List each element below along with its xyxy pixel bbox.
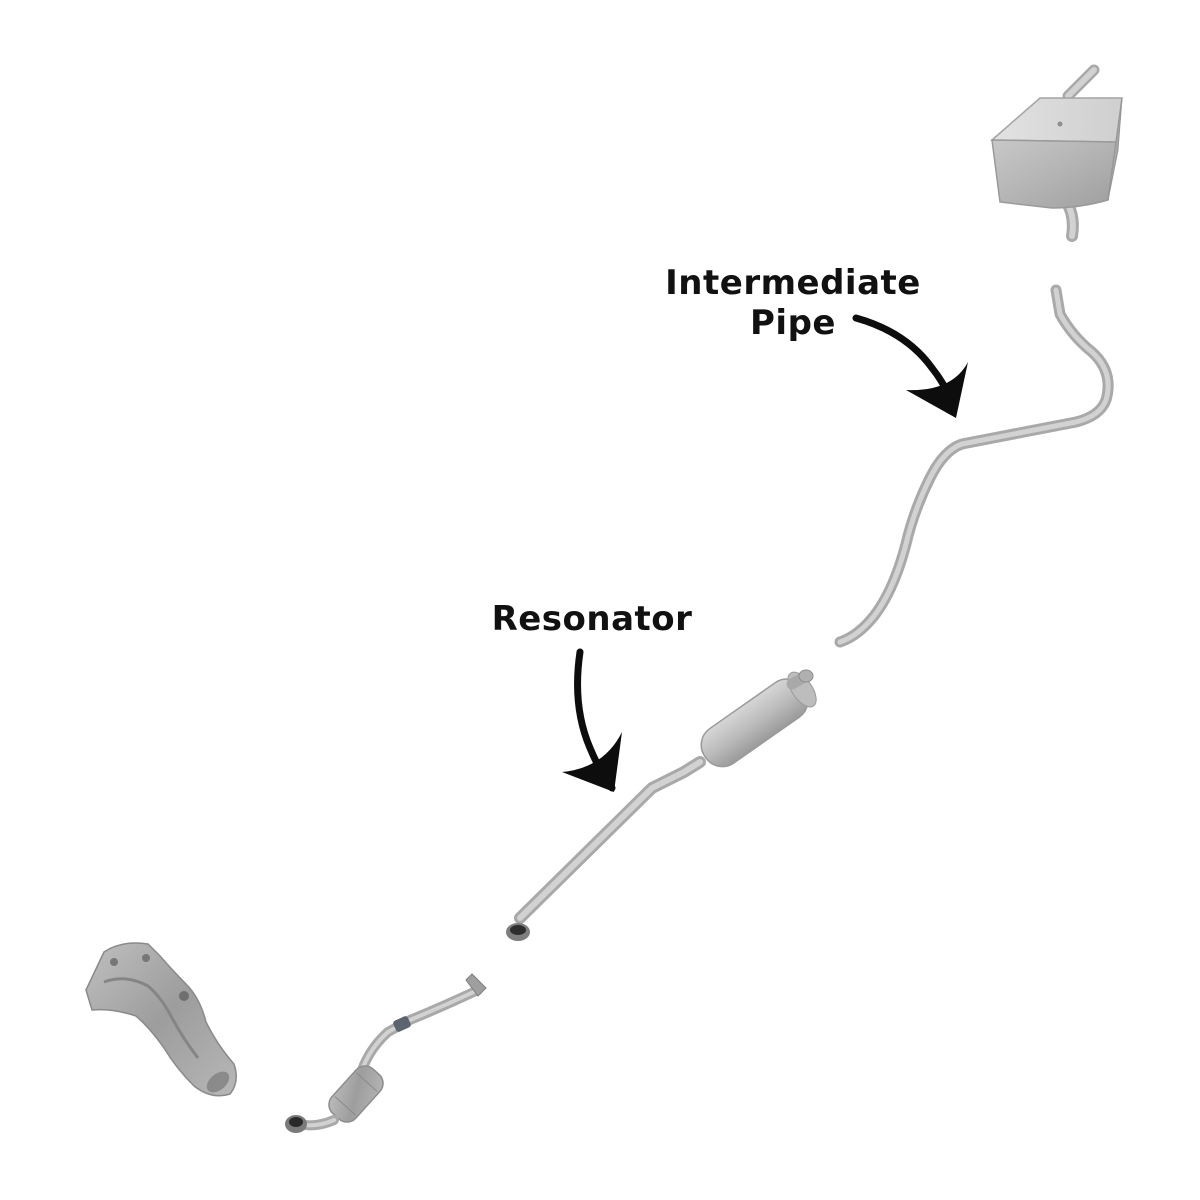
front-pipe-with-catalytic-converter bbox=[285, 973, 487, 1133]
callout-intermediate-pipe: Intermediate Pipe bbox=[665, 263, 968, 418]
rear-muffler bbox=[990, 64, 1123, 242]
intermediate-pipe bbox=[834, 284, 1114, 648]
resonator-label: Resonator bbox=[492, 599, 693, 639]
resonator-arrowhead bbox=[562, 732, 622, 792]
intermediate-pipe-label-line1: Intermediate bbox=[665, 263, 921, 303]
resonator-assembly bbox=[506, 669, 817, 941]
exhaust-manifold bbox=[85, 942, 237, 1097]
callout-resonator: Resonator bbox=[492, 599, 693, 792]
intermediate-pipe-arrowhead bbox=[906, 362, 968, 418]
intermediate-pipe-label-line2: Pipe bbox=[750, 303, 836, 343]
